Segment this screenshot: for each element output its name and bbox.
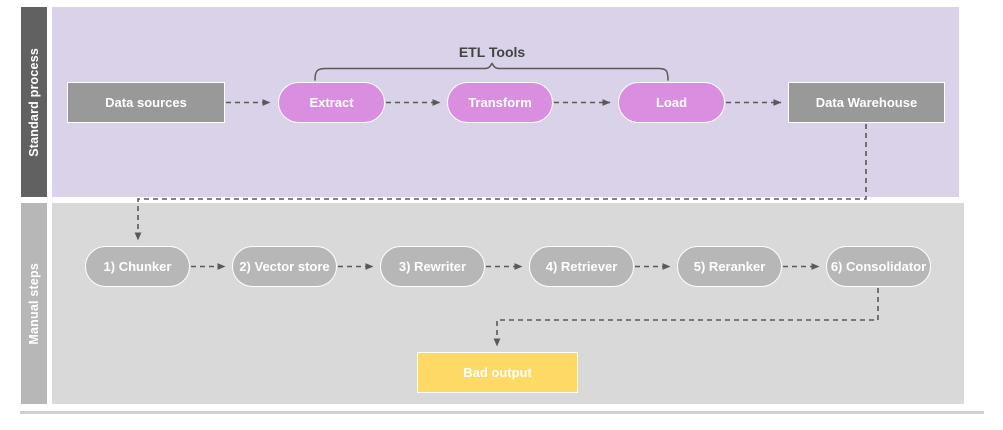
node-reranker[interactable]: 5) Reranker (677, 246, 782, 287)
node-rewriter[interactable]: 3) Rewriter (380, 246, 485, 287)
lane-label-manual-steps: Manual steps (20, 202, 48, 405)
lane-label-manual-steps-text: Manual steps (27, 262, 41, 345)
lane-label-standard-process-text: Standard process (27, 47, 41, 157)
node-bad-output[interactable]: Bad output (417, 352, 578, 393)
bottom-divider (20, 411, 984, 414)
lane-label-standard-process: Standard process (20, 6, 48, 198)
etl-tools-label: ETL Tools (458, 44, 526, 60)
node-consolidator[interactable]: 6) Consolidator (826, 246, 931, 287)
node-transform[interactable]: Transform (447, 82, 553, 123)
node-extract[interactable]: Extract (278, 82, 385, 123)
node-retriever[interactable]: 4) Retriever (529, 246, 634, 287)
node-chunker[interactable]: 1) Chunker (85, 246, 190, 287)
node-data-sources[interactable]: Data sources (67, 82, 225, 123)
node-load[interactable]: Load (618, 82, 725, 123)
node-vector-store[interactable]: 2) Vector store (232, 246, 337, 287)
node-data-warehouse[interactable]: Data Warehouse (788, 82, 945, 123)
